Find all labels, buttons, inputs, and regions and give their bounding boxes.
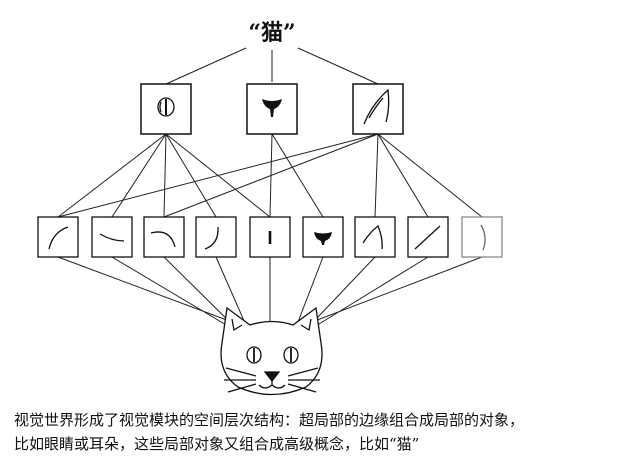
nose-icon — [262, 99, 282, 117]
part-feature-boxes — [140, 83, 404, 135]
cat-hierarchy-diagram: “猫” — [37, 20, 503, 396]
curve-edge-icon — [99, 233, 125, 242]
concept-to-part-links — [165, 47, 379, 85]
part-to-edge-links — [57, 133, 483, 218]
ear-feature-box — [352, 83, 404, 135]
edge-box-3 — [143, 216, 185, 258]
curve-edge-icon — [48, 226, 69, 250]
nose-feature-box — [246, 83, 298, 135]
eye-icon — [157, 97, 175, 117]
edge-box-1 — [37, 216, 79, 258]
cat-illustration — [220, 306, 323, 396]
figure-caption: 视觉世界形成了视觉模块的空间层次结构：超局部的边缘组合成局部的对象， 比如眼睛或… — [14, 408, 634, 456]
edge-box-8 — [407, 216, 449, 258]
curve-edge-icon — [480, 224, 486, 251]
edge-box-2 — [91, 216, 133, 258]
curve-edge-icon — [204, 226, 219, 250]
edge-box-5 — [249, 216, 291, 258]
concept-label-cat: “猫” — [248, 20, 295, 46]
edge-feature-boxes — [37, 216, 503, 258]
curve-edge-icon — [150, 231, 176, 248]
edge-box-9 — [461, 216, 503, 258]
edge-box-4 — [195, 216, 237, 258]
edge-box-6 — [302, 216, 344, 258]
ear-icon — [363, 88, 390, 125]
nose-blob-icon — [314, 232, 332, 245]
eye-feature-box — [140, 83, 192, 135]
diagonal-edge-icon — [414, 225, 441, 250]
ear-edge-icon — [362, 224, 383, 250]
caption-line-2: 比如眼睛或耳朵，这些局部对象又组合成高级概念，比如“猫” — [14, 435, 420, 453]
caption-line-1: 视觉世界形成了视觉模块的空间层次结构：超局部的边缘组合成局部的对象， — [14, 411, 525, 429]
edge-box-7 — [354, 216, 396, 258]
